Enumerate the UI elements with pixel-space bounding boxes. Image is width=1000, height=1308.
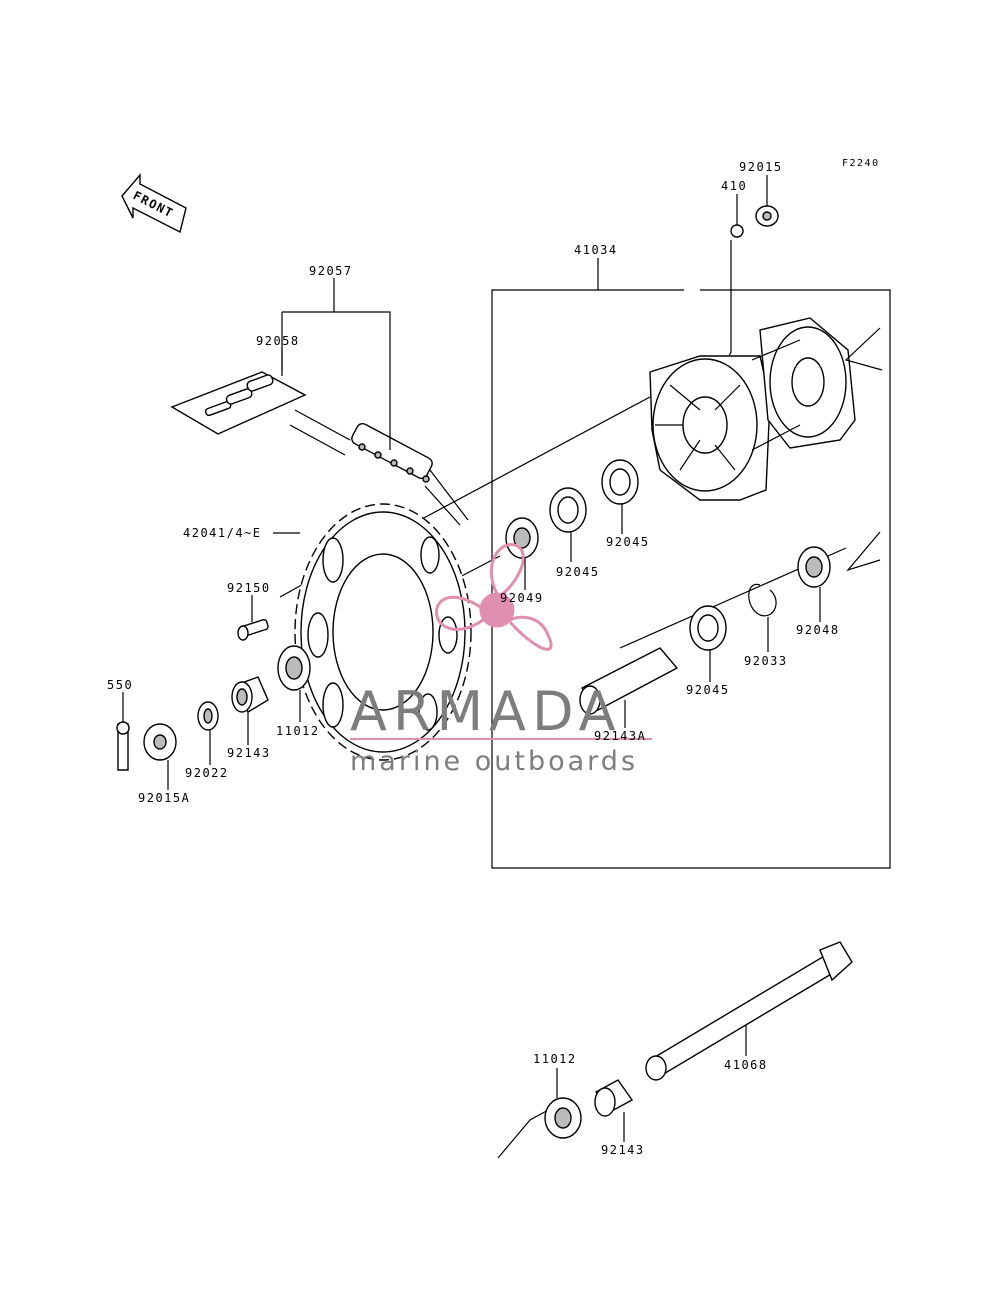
drive-chain (170, 278, 469, 526)
label-92057: 92057 (309, 264, 353, 278)
bearings-and-seals (505, 459, 831, 728)
axle-assembly-bottom (544, 941, 853, 1142)
propeller-logo-icon (435, 543, 553, 651)
hub-assembly-box (491, 258, 891, 869)
label-41034: 41034 (574, 243, 618, 257)
label-92045-c: 92045 (686, 683, 730, 697)
watermark-title: ARMADA (350, 680, 622, 743)
label-92143-left: 92143 (227, 746, 271, 760)
label-92015-top: 92015 (739, 160, 783, 174)
label-42041: 42041/4~E (183, 526, 262, 540)
circlip-92033 (748, 583, 777, 617)
label-92045-a: 92045 (556, 565, 600, 579)
part-labels: 92015 410 41034 92057 92058 42041/4~E 92… (107, 160, 840, 1157)
label-92049: 92049 (500, 591, 544, 605)
axle-41068 (648, 954, 840, 1076)
hub-stud-and-nut (727, 175, 779, 359)
stud-410 (730, 224, 744, 238)
rear-wheel-hub (649, 317, 856, 501)
label-92022: 92022 (185, 766, 229, 780)
label-11012-left: 11012 (276, 724, 320, 738)
armada-watermark: ARMADA marine outboards (350, 543, 652, 777)
label-92015A: 92015A (138, 791, 190, 805)
label-410: 410 (721, 179, 747, 193)
figure-code: F2240 (842, 158, 880, 169)
left-side-parts (116, 645, 311, 790)
label-41068: 41068 (724, 1058, 768, 1072)
label-92150: 92150 (227, 581, 271, 595)
rear-sprocket (273, 503, 472, 761)
watermark-subtitle: marine outboards (350, 746, 638, 777)
label-92143-bottom: 92143 (601, 1143, 645, 1157)
label-92045-b: 92045 (606, 535, 650, 549)
label-92048: 92048 (796, 623, 840, 637)
label-92143A: 92143A (594, 729, 646, 743)
label-92033: 92033 (744, 654, 788, 668)
sprocket-bolt-92150 (237, 595, 269, 641)
label-550: 550 (107, 678, 133, 692)
master-link-kit-92058 (170, 371, 307, 435)
front-direction-arrow: FRONT (121, 173, 187, 234)
label-92058: 92058 (256, 334, 300, 348)
label-11012-bottom: 11012 (533, 1052, 577, 1066)
